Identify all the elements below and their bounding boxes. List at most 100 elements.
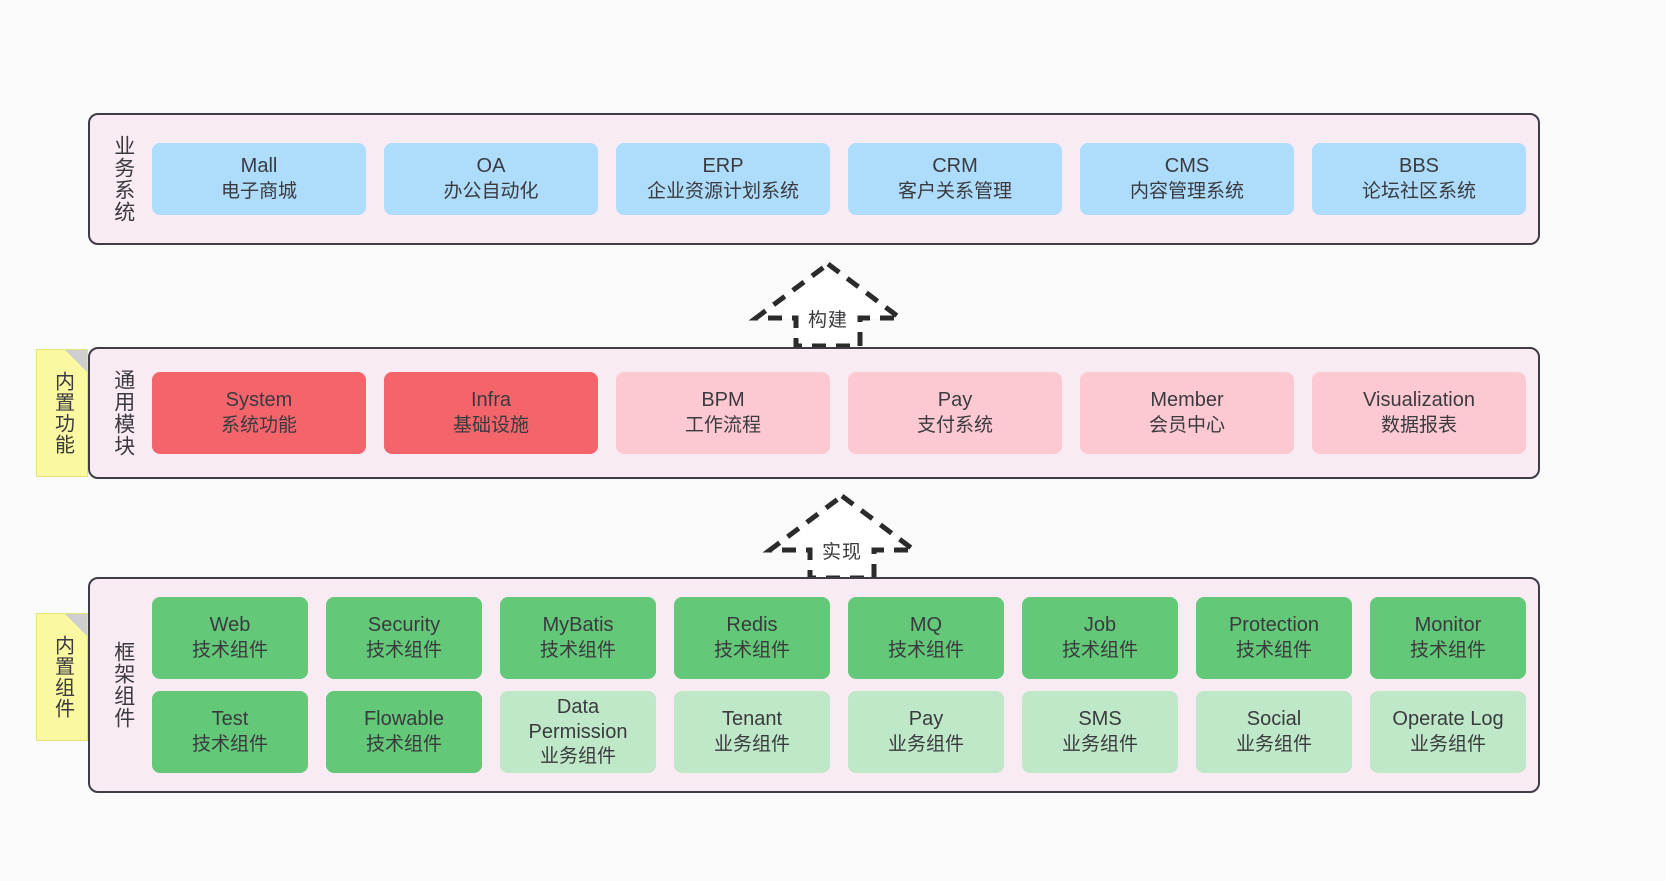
card-title: Pay bbox=[908, 708, 944, 731]
sticky-note-builtin-components-label: 内置组件 bbox=[51, 635, 74, 719]
card-subtitle: 业务组件 bbox=[1235, 733, 1312, 755]
card-subtitle: 客户关系管理 bbox=[897, 180, 1012, 202]
business-card-cms[interactable]: CMS 内容管理系统 bbox=[1080, 143, 1294, 215]
framework-card-web[interactable]: Web 技术组件 bbox=[152, 597, 308, 679]
card-title: Infra bbox=[470, 389, 512, 412]
block-arrow-build-label: 构建 bbox=[807, 310, 848, 331]
card-subtitle: 技术组件 bbox=[713, 639, 790, 661]
business-card-oa[interactable]: OA 办公自动化 bbox=[384, 143, 598, 215]
module-card-system[interactable]: System 系统功能 bbox=[152, 372, 366, 454]
card-title: Monitor bbox=[1414, 614, 1482, 637]
card-title: Flowable bbox=[363, 708, 445, 731]
card-subtitle: 业务组件 bbox=[887, 733, 964, 755]
card-title: Data Permission bbox=[528, 695, 628, 744]
card-title: SMS bbox=[1078, 708, 1122, 731]
business-card-crm[interactable]: CRM 客户关系管理 bbox=[848, 143, 1062, 215]
card-title: Test bbox=[211, 708, 249, 731]
card-subtitle: 技术组件 bbox=[191, 733, 268, 755]
card-title: CRM bbox=[932, 155, 978, 178]
common-modules-row: System 系统功能 Infra 基础设施 BPM 工作流程 Pay 支付系统… bbox=[152, 372, 1526, 454]
layer-framework-components-body: Web 技术组件 Security 技术组件 MyBatis 技术组件 Redi… bbox=[144, 589, 1526, 781]
layer-business-systems: 业务系统 Mall 电子商城 OA 办公自动化 ERP 企业资源计划系统 CRM… bbox=[88, 113, 1540, 245]
card-title: CMS bbox=[1164, 155, 1210, 178]
module-card-member[interactable]: Member 会员中心 bbox=[1080, 372, 1294, 454]
sticky-note-builtin-functions-label: 内置功能 bbox=[51, 371, 74, 455]
card-subtitle: 数据报表 bbox=[1380, 414, 1457, 436]
card-title: Security bbox=[367, 614, 441, 637]
module-card-pay[interactable]: Pay 支付系统 bbox=[848, 372, 1062, 454]
layer-common-modules-body: System 系统功能 Infra 基础设施 BPM 工作流程 Pay 支付系统… bbox=[144, 359, 1526, 467]
card-subtitle: 支付系统 bbox=[916, 414, 993, 436]
block-arrow-build-icon bbox=[748, 260, 908, 348]
framework-card-monitor[interactable]: Monitor 技术组件 bbox=[1370, 597, 1526, 679]
sticky-note-builtin-functions: 内置功能 bbox=[36, 349, 88, 477]
block-arrow-implement-label: 实现 bbox=[821, 542, 862, 563]
framework-business-components-row: Test 技术组件 Flowable 技术组件 Data Permission … bbox=[152, 691, 1526, 773]
sticky-note-builtin-components: 内置组件 bbox=[36, 613, 88, 741]
card-subtitle: 技术组件 bbox=[1409, 639, 1486, 661]
layer-business-systems-body: Mall 电子商城 OA 办公自动化 ERP 企业资源计划系统 CRM 客户关系… bbox=[144, 125, 1526, 233]
card-subtitle: 业务组件 bbox=[713, 733, 790, 755]
business-card-erp[interactable]: ERP 企业资源计划系统 bbox=[616, 143, 830, 215]
card-title: MQ bbox=[909, 614, 943, 637]
module-card-visualization[interactable]: Visualization 数据报表 bbox=[1312, 372, 1526, 454]
block-arrow-build: 构建 bbox=[748, 258, 908, 348]
framework-card-social[interactable]: Social 业务组件 bbox=[1196, 691, 1352, 773]
card-subtitle: 业务组件 bbox=[1409, 733, 1486, 755]
card-title: Visualization bbox=[1363, 389, 1475, 412]
card-subtitle: 业务组件 bbox=[1061, 733, 1138, 755]
card-title: Web bbox=[209, 614, 251, 637]
layer-business-systems-title: 业务系统 bbox=[111, 135, 135, 223]
card-subtitle: 会员中心 bbox=[1148, 414, 1225, 436]
card-subtitle: 技术组件 bbox=[1061, 639, 1138, 661]
card-title: BPM bbox=[701, 389, 745, 412]
layer-framework-components-title: 框架组件 bbox=[111, 641, 135, 729]
framework-card-test[interactable]: Test 技术组件 bbox=[152, 691, 308, 773]
framework-card-security[interactable]: Security 技术组件 bbox=[326, 597, 482, 679]
card-subtitle: 系统功能 bbox=[220, 414, 297, 436]
card-subtitle: 技术组件 bbox=[365, 639, 442, 661]
card-subtitle: 技术组件 bbox=[191, 639, 268, 661]
card-title: MyBatis bbox=[542, 614, 614, 637]
business-card-bbs[interactable]: BBS 论坛社区系统 bbox=[1312, 143, 1526, 215]
framework-card-sms[interactable]: SMS 业务组件 bbox=[1022, 691, 1178, 773]
card-subtitle: 技术组件 bbox=[1235, 639, 1312, 661]
layer-common-modules-title: 通用模块 bbox=[111, 369, 135, 457]
business-systems-row: Mall 电子商城 OA 办公自动化 ERP 企业资源计划系统 CRM 客户关系… bbox=[152, 143, 1526, 215]
card-subtitle: 技术组件 bbox=[365, 733, 442, 755]
card-subtitle: 基础设施 bbox=[452, 414, 529, 436]
business-card-mall[interactable]: Mall 电子商城 bbox=[152, 143, 366, 215]
card-subtitle: 技术组件 bbox=[539, 639, 616, 661]
card-subtitle: 技术组件 bbox=[887, 639, 964, 661]
card-subtitle: 内容管理系统 bbox=[1129, 180, 1244, 202]
framework-card-protection[interactable]: Protection 技术组件 bbox=[1196, 597, 1352, 679]
block-arrow-implement-icon bbox=[762, 492, 922, 580]
card-title: Pay bbox=[937, 389, 973, 412]
card-subtitle: 业务组件 bbox=[539, 746, 616, 768]
framework-card-tenant[interactable]: Tenant 业务组件 bbox=[674, 691, 830, 773]
framework-tech-components-row: Web 技术组件 Security 技术组件 MyBatis 技术组件 Redi… bbox=[152, 597, 1526, 679]
framework-card-operate-log[interactable]: Operate Log 业务组件 bbox=[1370, 691, 1526, 773]
framework-card-pay[interactable]: Pay 业务组件 bbox=[848, 691, 1004, 773]
card-title: System bbox=[225, 389, 293, 412]
card-title: OA bbox=[476, 155, 506, 178]
card-subtitle: 办公自动化 bbox=[443, 180, 539, 202]
card-title: ERP bbox=[702, 155, 744, 178]
card-subtitle: 工作流程 bbox=[684, 414, 761, 436]
layer-common-modules: 通用模块 System 系统功能 Infra 基础设施 BPM 工作流程 Pay… bbox=[88, 347, 1540, 479]
card-title: Mall bbox=[240, 155, 278, 178]
card-title: Job bbox=[1083, 614, 1117, 637]
module-card-bpm[interactable]: BPM 工作流程 bbox=[616, 372, 830, 454]
card-title: Protection bbox=[1228, 614, 1320, 637]
framework-card-job[interactable]: Job 技术组件 bbox=[1022, 597, 1178, 679]
framework-card-mybatis[interactable]: MyBatis 技术组件 bbox=[500, 597, 656, 679]
module-card-infra[interactable]: Infra 基础设施 bbox=[384, 372, 598, 454]
card-subtitle: 企业资源计划系统 bbox=[646, 180, 799, 202]
framework-card-redis[interactable]: Redis 技术组件 bbox=[674, 597, 830, 679]
framework-card-mq[interactable]: MQ 技术组件 bbox=[848, 597, 1004, 679]
card-title: Tenant bbox=[721, 708, 783, 731]
framework-card-flowable[interactable]: Flowable 技术组件 bbox=[326, 691, 482, 773]
framework-card-data-permission[interactable]: Data Permission 业务组件 bbox=[500, 691, 656, 773]
card-subtitle: 论坛社区系统 bbox=[1361, 180, 1476, 202]
